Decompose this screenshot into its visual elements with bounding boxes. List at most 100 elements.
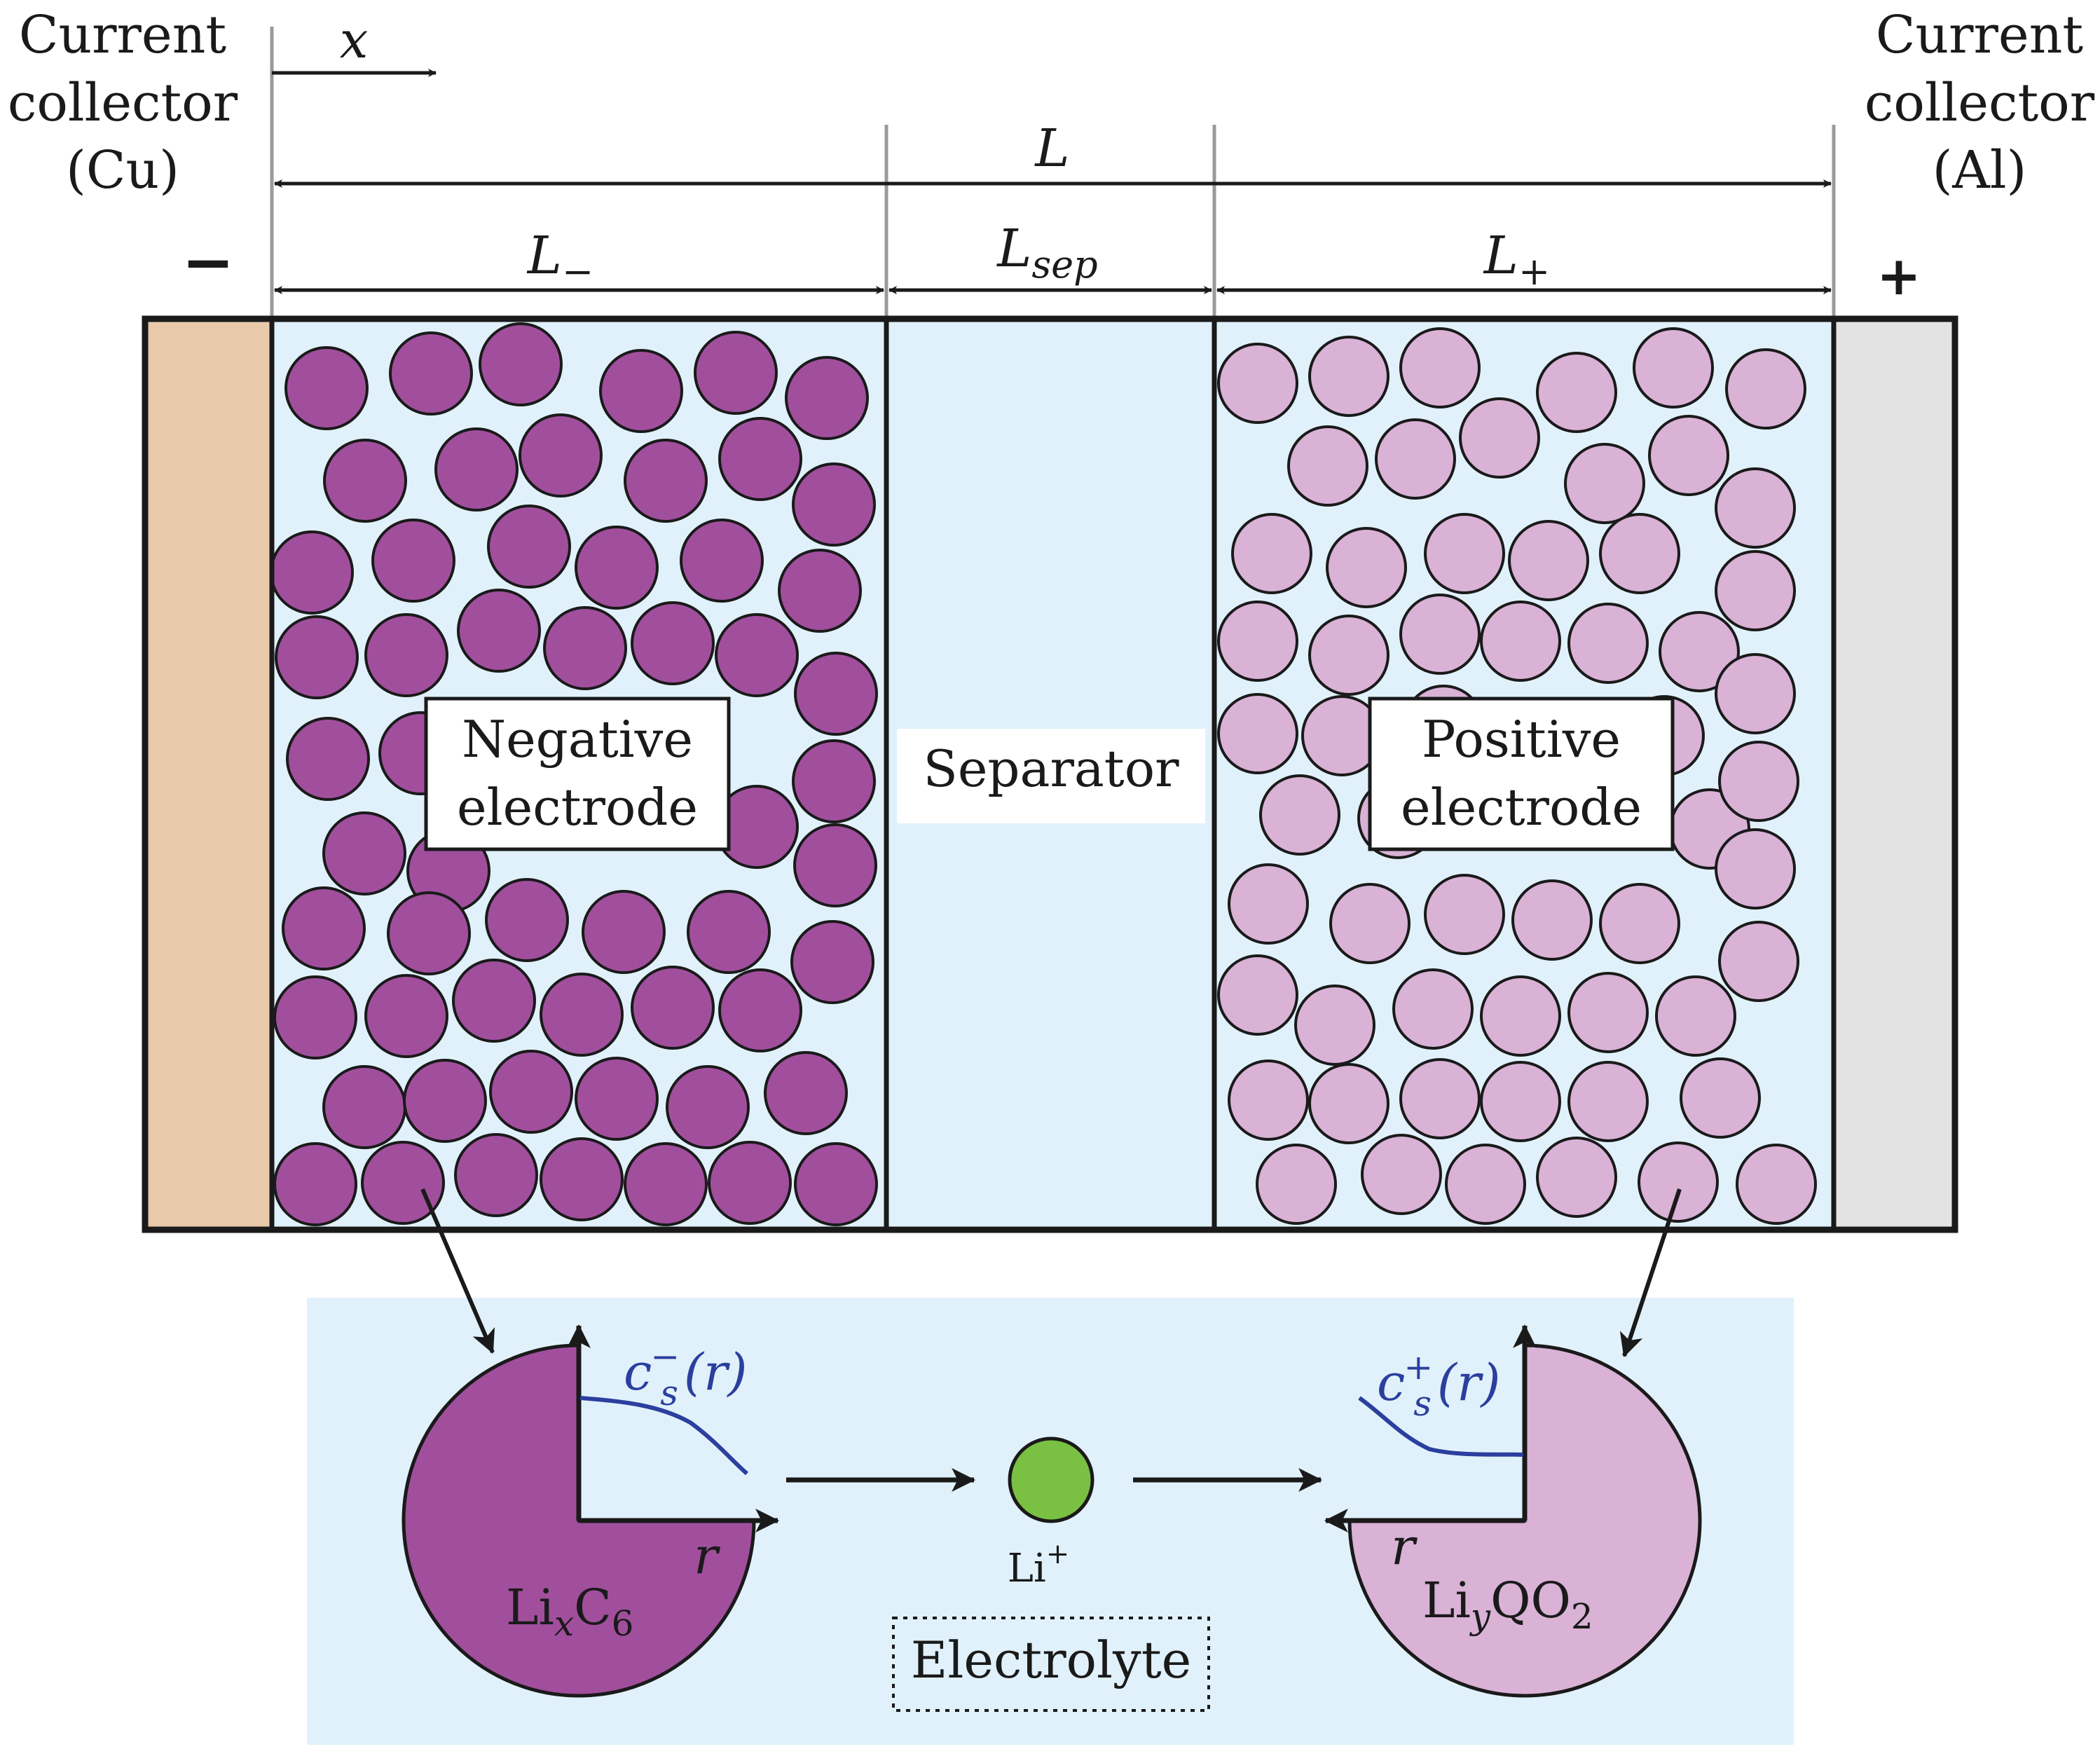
pos-particle-36 [1329, 883, 1411, 964]
neg-particle-25 [794, 652, 878, 736]
neg-particle-19 [275, 615, 359, 699]
pos-particle-48 [1228, 1059, 1309, 1141]
neg-particle-29 [322, 811, 406, 896]
L-neg-label: L− [526, 226, 593, 294]
neg-particle-41 [452, 959, 536, 1043]
pos-particle-45 [1567, 972, 1649, 1053]
pos-particle-12 [1231, 513, 1312, 594]
positive-label-line2: electrode [1401, 778, 1642, 837]
neg-particle-53 [454, 1133, 538, 1217]
neg-particle-13 [270, 530, 354, 615]
neg-particle-49 [666, 1065, 750, 1149]
neg-particle-24 [715, 613, 799, 697]
pos-particle-37 [1424, 874, 1505, 955]
neg-particle-9 [519, 413, 603, 498]
cs-pos-label: c+s(r) [1377, 1347, 1501, 1424]
neg-particle-38 [790, 920, 874, 1004]
negative-particles [270, 322, 878, 1226]
li-ion-label: Li+ [1008, 1538, 1070, 1591]
positive-label-box [1368, 697, 1675, 851]
dimension-guides [270, 27, 1836, 319]
neg-particle-pointer [420, 1188, 495, 1354]
separator-label-box [897, 729, 1205, 823]
cu-label-line1: Current [19, 5, 226, 65]
neg-particle-10 [624, 439, 708, 523]
pos-particle-54 [1256, 1144, 1337, 1225]
neg-particle-40 [364, 974, 448, 1058]
pos-particle-13 [1326, 527, 1407, 608]
al-label-line3: (Al) [1933, 140, 2027, 200]
neg-particle-12 [792, 462, 876, 547]
pos-particle-49 [1308, 1063, 1389, 1144]
pos-particle-8 [1375, 418, 1456, 500]
neg-particle-39 [273, 975, 357, 1059]
neg-particle-11 [718, 417, 802, 501]
pos-particle-43 [1392, 968, 1474, 1050]
neg-particle-42 [540, 973, 624, 1057]
electrolyte-label-text: Electrolyte [911, 1631, 1191, 1689]
neg-particle-34 [387, 891, 471, 975]
neg-concentration-curve [579, 1396, 748, 1476]
pos-particle-44 [1480, 975, 1561, 1057]
pos-particle-4 [1536, 352, 1617, 433]
pos-material-label: LiyQO2 [1422, 1572, 1593, 1637]
neg-particle-35 [485, 878, 569, 962]
cu-label-line3: (Cu) [66, 140, 179, 200]
x-axis-label: x [340, 11, 369, 69]
neg-particle-18 [778, 549, 862, 633]
pos-particle-3 [1399, 327, 1481, 409]
pos-particle-7 [1287, 425, 1368, 507]
neg-particle-32 [793, 823, 877, 907]
neg-r-label: r [694, 1526, 720, 1585]
neg-particle-22 [543, 606, 627, 690]
pos-particle-24 [1715, 550, 1796, 631]
cell-border [142, 315, 1958, 1233]
neg-particle-28 [792, 739, 876, 823]
pos-particle-58 [1638, 1141, 1719, 1223]
pos-particle-41 [1217, 954, 1298, 1036]
negative-label-box [424, 697, 731, 851]
pos-particle-59 [1736, 1144, 1817, 1225]
neg-particle-20 [364, 613, 448, 697]
neg-particle-33 [282, 886, 366, 970]
neg-particle-8 [434, 427, 519, 512]
pos-particle-14 [1424, 513, 1505, 594]
neg-particle-47 [489, 1050, 573, 1134]
pos-particle-42 [1294, 985, 1375, 1066]
al-current-collector [1834, 319, 1955, 1230]
pos-particle-1 [1217, 343, 1298, 424]
positive-electrode-label: Positive electrode [1368, 697, 1675, 851]
pos-particle-17 [1715, 467, 1796, 549]
neg-particle-7 [323, 439, 407, 523]
neg-particle-6 [785, 356, 869, 440]
neg-particle-26 [286, 717, 370, 801]
pos-particle-39 [1599, 883, 1680, 964]
cu-current-collector [145, 319, 272, 1230]
neg-particle-43 [631, 966, 715, 1050]
L-pos-label: L+ [1483, 226, 1550, 294]
cell-outline [142, 315, 1958, 1233]
neg-particle-14 [371, 519, 455, 603]
neg-particle-44 [718, 968, 802, 1052]
neg-particle-17 [680, 519, 764, 603]
cs-neg-label: c−s(r) [624, 1336, 748, 1413]
cu-collector-label: Current collector (Cu) [8, 5, 238, 200]
neg-material-label: LixC6 [506, 1579, 633, 1644]
neg-particle-21 [457, 589, 541, 673]
pos-particle-16 [1599, 513, 1680, 594]
negative-label-line2: electrode [457, 778, 698, 837]
pos-particle-46 [1655, 975, 1736, 1057]
pos-particle-40 [1715, 828, 1796, 910]
neg-particle-15 [487, 505, 571, 589]
pos-particle-6 [1725, 348, 1806, 430]
pos-particle-47 [1718, 921, 1799, 1002]
negative-label-line1: Negative [462, 710, 693, 769]
pos-particle-pointer [1619, 1188, 1682, 1358]
neg-particle-45 [322, 1065, 406, 1149]
neg-particle-3 [479, 322, 563, 406]
separator-label: Separator [897, 729, 1205, 823]
pos-particle-22 [1567, 603, 1649, 684]
pos-particle-56 [1445, 1144, 1526, 1225]
neg-particle-23 [631, 601, 715, 685]
